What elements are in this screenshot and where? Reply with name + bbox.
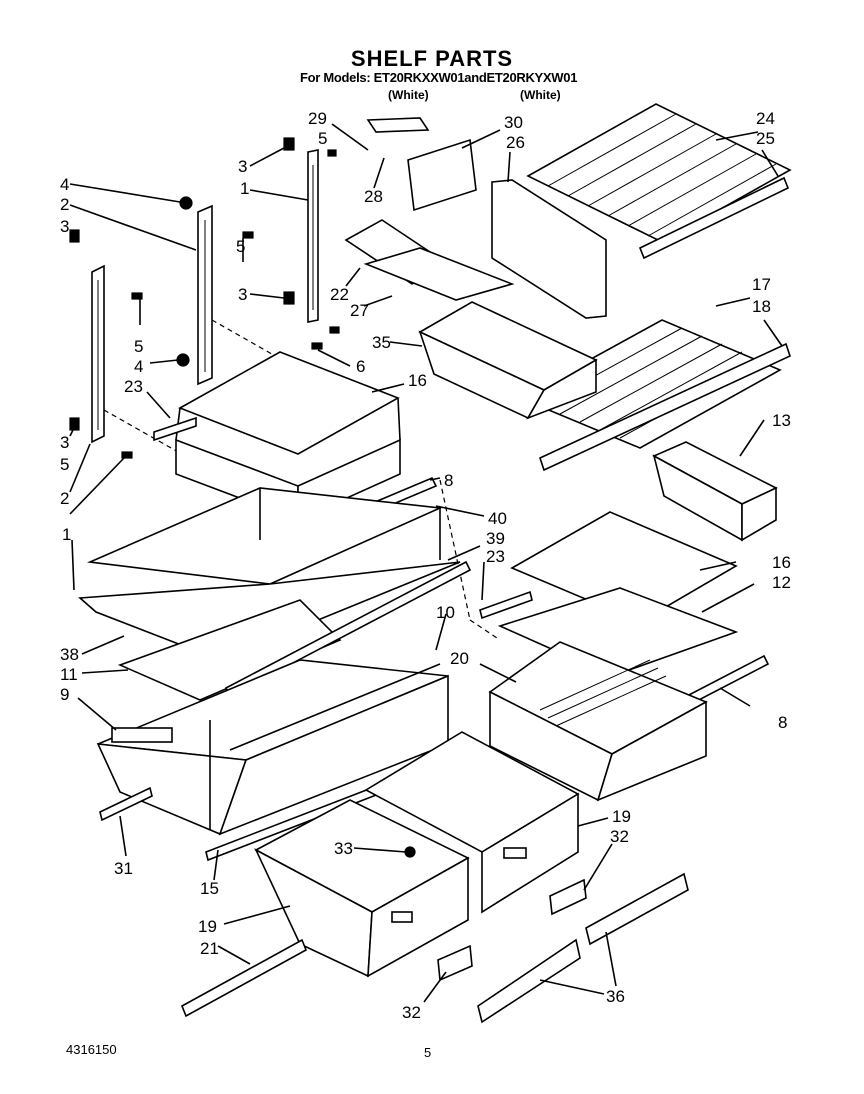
crisper-drawer-rear [364, 731, 580, 914]
callout-3a: 3 [238, 157, 247, 176]
callout-29: 29 [308, 109, 327, 128]
ladder-rail-right [307, 149, 319, 323]
spacer-bar-upper [153, 416, 197, 442]
document-number: 4316150 [66, 1042, 117, 1057]
callout-8a: 8 [444, 471, 453, 490]
callout-13: 13 [772, 411, 791, 430]
drawer-handle-upper [585, 872, 689, 946]
ladder-rail-left [91, 264, 105, 444]
callout-2b: 2 [60, 489, 69, 508]
diagram-title: SHELF PARTS [350, 46, 514, 71]
drawer-handle-lower [477, 938, 581, 1024]
callout-20: 20 [450, 649, 469, 668]
wire-shelf-rail-lower [539, 342, 791, 472]
callout-35: 35 [372, 333, 391, 352]
callout-3c: 3 [238, 285, 247, 304]
leader-lines [69, 123, 783, 1003]
callout-28: 28 [364, 187, 383, 206]
callout-17: 17 [752, 275, 771, 294]
callout-16a: 16 [408, 371, 427, 390]
callout-19b: 19 [198, 917, 217, 936]
spacer-bar-right [479, 590, 533, 620]
dairy-bin [652, 441, 778, 542]
callout-4a: 4 [60, 175, 69, 194]
callout-10: 10 [436, 603, 455, 622]
drawer-clip-left [437, 944, 473, 982]
callout-19a: 19 [612, 807, 631, 826]
ladder-rail-center [197, 204, 213, 386]
callout-8b: 8 [778, 713, 787, 732]
callout-numbers: 3 1 29 5 28 30 26 24 25 4 2 3 5 22 27 3 … [60, 109, 791, 1022]
callout-26: 26 [506, 133, 525, 152]
callout-23a: 23 [124, 377, 143, 396]
callout-31: 31 [114, 859, 133, 878]
bracket-arms-28-30 [366, 117, 477, 212]
utility-pan [418, 301, 598, 420]
glass-shelf-right [497, 511, 739, 677]
callout-23b: 23 [486, 547, 505, 566]
deli-drawer [488, 641, 708, 802]
support-rail-31 [99, 786, 153, 822]
callout-5b: 5 [236, 237, 245, 256]
glass-shelf-large [78, 487, 461, 701]
callout-25: 25 [756, 129, 775, 148]
drawer-clip-right [549, 878, 587, 916]
callout-11: 11 [60, 665, 78, 684]
callout-40: 40 [488, 509, 507, 528]
callout-30: 30 [504, 113, 523, 132]
callout-36: 36 [606, 987, 625, 1006]
clips-and-screws [69, 137, 340, 459]
callout-16b: 16 [772, 553, 791, 572]
page-number: 5 [424, 1045, 432, 1060]
callout-33: 33 [334, 839, 353, 858]
callout-3d: 3 [60, 433, 69, 452]
callout-9: 9 [60, 685, 69, 704]
model-color-2: (White) [520, 88, 561, 102]
drawer-screw [404, 846, 416, 858]
callout-2a: 2 [60, 195, 69, 214]
callout-32a: 32 [610, 827, 629, 846]
callout-32b: 32 [402, 1003, 421, 1022]
callout-18: 18 [752, 297, 771, 316]
callout-4b: 4 [134, 357, 143, 376]
callout-1b: 1 [62, 525, 71, 544]
callout-3b: 3 [60, 217, 69, 236]
callout-38: 38 [60, 645, 79, 664]
models-line: For Models: ET20RKXXW01andET20RKYXW01 [300, 70, 578, 85]
callout-39: 39 [486, 529, 505, 548]
callout-5a: 5 [318, 129, 327, 148]
callout-5c: 5 [134, 337, 143, 356]
crisper-drawer-front [254, 799, 470, 978]
bracket-panel [491, 179, 607, 319]
callout-22: 22 [330, 285, 349, 304]
drawer-rail-21 [180, 938, 308, 1018]
callout-15: 15 [200, 879, 219, 898]
crisper-frame [96, 659, 449, 836]
model-color-1: (White) [388, 88, 429, 102]
callout-5d: 5 [60, 455, 69, 474]
egg-tray [344, 219, 515, 301]
callout-12: 12 [772, 573, 791, 592]
callout-21: 21 [200, 939, 219, 958]
callout-24: 24 [756, 109, 775, 128]
callout-6: 6 [356, 357, 365, 376]
callout-27: 27 [350, 301, 369, 320]
wire-shelf-rail-upper [638, 176, 790, 260]
callout-1: 1 [240, 179, 249, 198]
